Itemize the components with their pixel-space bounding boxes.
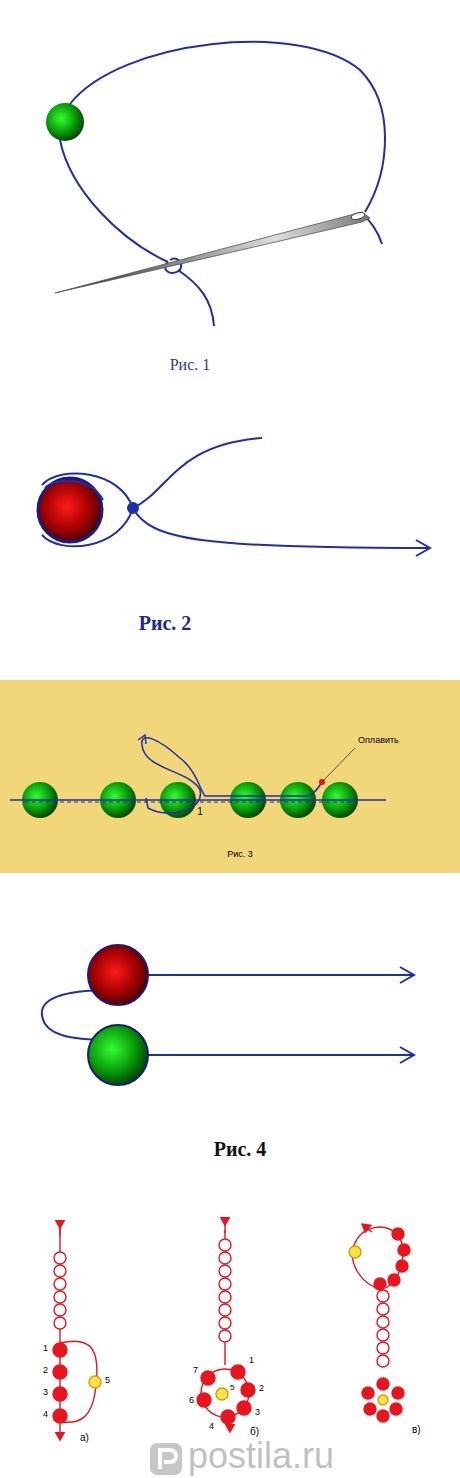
watermark-logo (150, 1443, 182, 1475)
callout-number: 6 (189, 1396, 194, 1406)
callout-number: 1 (43, 1344, 48, 1354)
figure-caption: Рис. 2 (139, 612, 192, 634)
figure-4 (42, 945, 414, 1085)
note-label: Оплавить (358, 736, 399, 746)
figure-c (349, 1224, 410, 1422)
figure-3 (0, 680, 460, 873)
callout-number: 5 (230, 1384, 234, 1393)
callout-number: 3 (255, 1408, 260, 1418)
callout-number: 1 (197, 806, 203, 817)
callout-number: 4 (209, 1422, 214, 1432)
figure-b (197, 1225, 255, 1432)
figure-a (53, 1228, 101, 1440)
figure-letter: а) (80, 1432, 89, 1443)
callout-number: 7 (193, 1366, 198, 1376)
callout-number: 4 (43, 1410, 48, 1420)
figure-caption: Рис. 3 (227, 850, 253, 860)
figure-1 (46, 42, 385, 326)
figure-caption: Рис. 1 (170, 356, 211, 374)
callout-number: 1 (249, 1356, 254, 1366)
watermark: postila.ru (188, 1436, 334, 1476)
figure-caption: Рис. 4 (214, 1138, 267, 1160)
figure-2 (38, 438, 430, 556)
figure-letter: в) (412, 1424, 421, 1435)
callout-number: 5 (105, 1376, 110, 1386)
callout-number: 3 (43, 1388, 48, 1398)
callout-number: 2 (43, 1366, 48, 1376)
callout-number: 2 (259, 1384, 264, 1394)
